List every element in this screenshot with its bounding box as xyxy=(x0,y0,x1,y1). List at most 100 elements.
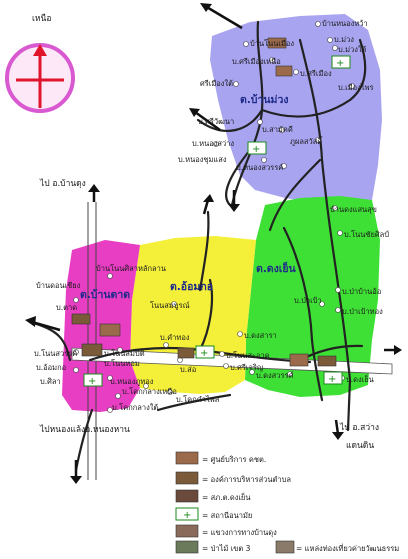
legend-item: = แขวงการทางบ้านดุง xyxy=(202,528,277,537)
arrow-s-icon xyxy=(228,204,240,212)
village-label: บ.หนองสวรรค์ xyxy=(236,163,283,172)
health-icon-3 xyxy=(195,345,215,359)
arrow-w-icon xyxy=(189,108,200,117)
village-label: บ.ศรีเมือง xyxy=(300,69,332,78)
north-label: เหนือ xyxy=(32,13,51,24)
village-markers xyxy=(73,21,355,413)
village-label: บ.สามัคคี xyxy=(262,125,293,134)
village-label: บ.ศรีเมืองเหนือ xyxy=(232,57,281,66)
legend-school-icon xyxy=(175,489,199,503)
village-label: บ.ตาด xyxy=(56,303,77,312)
legend-item: = สภ.ต.ดงเย็น xyxy=(202,492,250,502)
office-icon xyxy=(267,37,287,49)
village-label: บ.ป่าเป้า xyxy=(294,296,322,305)
village-label: บ.ส่อ xyxy=(180,365,196,374)
arrow-nw-icon xyxy=(200,3,212,12)
arrow-e-icon xyxy=(394,345,402,355)
legend-junction-icon xyxy=(175,524,199,538)
legend-item: = ศูนย์บริการ คชต. xyxy=(202,455,266,464)
office-icon-4 xyxy=(289,353,309,367)
village-label: ภูผลสวัสดิ์ xyxy=(290,136,324,146)
district-label-om-ko: ต.อ้อมกอ xyxy=(170,280,213,293)
village-label: บ.หนองชุมแสง xyxy=(178,155,227,164)
legend-item: = ป่าไม้ เขต 3 xyxy=(202,544,251,553)
svg-text:+: + xyxy=(328,374,336,385)
direction-label: ไปหนองแล้งอ.หนองหาน xyxy=(39,424,130,435)
health-icon-2 xyxy=(247,141,267,155)
village-label: บ.ศิลา xyxy=(40,377,61,386)
village-label: บ.ดงสารา xyxy=(244,331,277,340)
legend-item: = สถานีอนามัย xyxy=(202,511,252,520)
health-icon xyxy=(331,55,351,69)
village-label: บ.ดงเย็น xyxy=(346,374,374,384)
svg-text:+: + xyxy=(336,58,344,69)
highway-corridor xyxy=(71,202,393,480)
village-label: บ.ดงสวรรค์ xyxy=(256,371,294,380)
legend-health-icon xyxy=(175,507,199,521)
arrow-w2-icon xyxy=(25,316,36,327)
compass-arrow-icon xyxy=(33,44,47,56)
school-icon-2 xyxy=(317,355,337,367)
village-label: บ้านโนนเมือง xyxy=(250,39,294,48)
svg-text:+: + xyxy=(183,510,191,521)
legend-forest-icon xyxy=(175,540,199,554)
direction-label: ไป อ.สว่าง xyxy=(339,422,379,433)
svg-text:+: + xyxy=(200,348,208,359)
legend-oborto-icon xyxy=(175,471,199,485)
arrow-s3-icon xyxy=(332,432,344,440)
village-label: บ้านดอนเชียง xyxy=(36,281,81,290)
village-label: บ.เมืองไพร xyxy=(338,83,374,92)
arrow-n2-icon xyxy=(203,194,214,202)
road-network xyxy=(28,20,367,472)
svc-icon xyxy=(99,323,121,337)
village-label: บ.โนนสะอาด xyxy=(226,351,270,360)
village-label: บ้านดงแสนสุข xyxy=(330,205,377,214)
village-label: บ.ม่วง xyxy=(334,35,354,44)
region-ban-muang xyxy=(210,14,382,205)
village-label: บ.โคกคำไพล xyxy=(176,395,219,404)
health-icon-4 xyxy=(83,373,103,387)
legend-svc-icon xyxy=(175,451,199,465)
legend-attraction-icon xyxy=(275,540,295,554)
village-label: บ.ป่าบ้านอ้อ xyxy=(342,287,381,296)
village-label: โนนสมบูรณ์ xyxy=(150,301,190,310)
svg-text:+: + xyxy=(88,376,96,387)
direction-label: แดนดิน xyxy=(346,441,374,451)
school-icon xyxy=(275,65,293,77)
arrow-n-icon xyxy=(88,184,100,192)
district-label-dong-yen: ต.ดงเย็น xyxy=(256,261,296,275)
village-label: บ.ม่วงใต้ xyxy=(338,45,367,54)
compass-icon: เหนือ xyxy=(5,13,75,113)
village-label: บ.โนนชัยศิลป์ xyxy=(344,230,389,239)
village-label: ศรีเมืองใต้ xyxy=(200,79,233,88)
village-label: บ.โนนหอม xyxy=(104,359,140,368)
legend-item: = องค์การบริหารส่วนตำบล xyxy=(202,475,291,484)
village-label: บ้านหนองหว้า xyxy=(322,19,368,28)
village-label: บ.คำทอง xyxy=(160,333,190,342)
village-label: บ.ศรีเจริญ xyxy=(230,363,263,372)
village-label: บ.อ้อมกอ xyxy=(36,363,66,372)
village-label: บ.โคกกลางเหนือ xyxy=(122,387,177,396)
village-label: บ้านโนนศิลาหลักลาน xyxy=(96,264,166,273)
district-label-ban-muang: ต.บ้านม่วง xyxy=(240,93,289,106)
direction-arrows xyxy=(25,3,402,484)
direction-label: ไป อ.บ้านดุง xyxy=(39,178,86,189)
svg-text:+: + xyxy=(252,144,260,155)
facility-icons: + + + + + xyxy=(71,37,351,387)
village-label: บ.ศรีวัฒนา xyxy=(198,117,234,126)
svc-icon-2 xyxy=(81,343,103,357)
health-icon-5 xyxy=(323,371,343,385)
village-label: บ.หนองสว่าง xyxy=(192,139,234,148)
village-label: บ.ป่าเป้าทอง xyxy=(342,307,383,316)
village-label: บ.หนองภูทอง xyxy=(110,377,154,386)
village-label: บ.โนนสมบัติ xyxy=(104,349,145,358)
village-label: บ.โนนสวรรค์ xyxy=(34,349,77,358)
legend-item: = แหล่งท่องเที่ยวค่ายวัฒนธรรม xyxy=(296,543,399,553)
arrow-s2-icon xyxy=(70,476,82,484)
district-label-ban-tat: ต.บ้านตาด xyxy=(80,288,130,301)
legend: = ศูนย์บริการ คชต. = องค์การบริหารส่วนตำ… xyxy=(175,451,399,554)
office-icon-2 xyxy=(71,313,91,325)
village-label: บ.โคกกลางใต้ xyxy=(112,403,158,412)
office-icon-3 xyxy=(177,347,195,359)
